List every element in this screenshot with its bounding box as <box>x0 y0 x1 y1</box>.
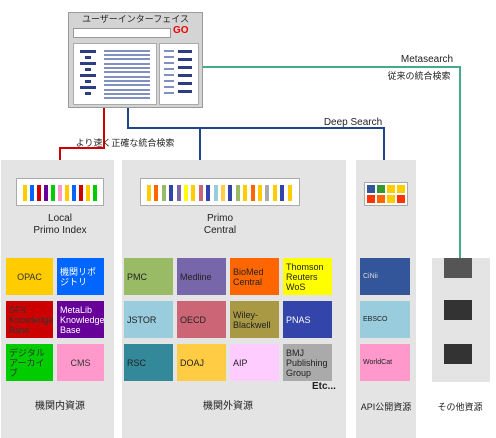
index-bar <box>191 185 196 201</box>
index-bar <box>213 185 218 201</box>
central-resource-box: AIP <box>230 344 279 381</box>
index-bar <box>198 185 203 201</box>
central-etc-label: Etc... <box>312 381 336 392</box>
other-resource-icon <box>444 344 472 364</box>
index-bar <box>280 185 285 201</box>
local-resource-box: 機関リポジトリ <box>57 258 104 295</box>
central-resource-box: OECD <box>177 301 226 338</box>
central-resource-box: Thomson Reuters WoS <box>283 258 332 295</box>
central-resource-box: BioMed Central <box>230 258 279 295</box>
api-resource-box: WorldCat <box>360 344 410 381</box>
central-resource-box: PNAS <box>283 301 332 338</box>
central-resource-box: Wiley-Blackwell <box>230 301 279 338</box>
index-bar <box>243 185 248 201</box>
index-bar <box>147 185 151 201</box>
central-index-label-2: Central <box>203 225 237 236</box>
index-bar <box>161 185 166 201</box>
ui-facets-panel <box>159 43 199 105</box>
index-bar <box>272 185 277 201</box>
local-footer: 機関内資源 <box>35 401 85 412</box>
ui-title: ユーザーインターフェイス <box>81 14 189 24</box>
api-resource-box: EBSCO <box>360 301 410 338</box>
index-bar <box>169 185 174 201</box>
deep-search-label: Deep Search <box>323 117 383 128</box>
index-bar <box>287 185 292 201</box>
central-resource-box: DOAJ <box>177 344 226 381</box>
metasearch-line <box>203 66 461 260</box>
local-index-box <box>16 178 104 206</box>
api-footer: API公開資源 <box>360 402 412 412</box>
ui-results-panel <box>73 43 157 105</box>
central-resource-box: BMJ Publishing Group <box>283 344 332 381</box>
local-index-label-1: Local <box>48 213 72 224</box>
index-bar <box>228 185 233 201</box>
api-panel <box>356 160 416 438</box>
local-resource-box: CMS <box>57 344 104 381</box>
local-resource-box: MetaLib Knowledge Base <box>57 301 104 338</box>
index-bar <box>154 185 159 201</box>
api-resource-box: CiNii <box>360 258 410 295</box>
metasearch-label: Metasearch <box>400 54 454 65</box>
index-bar <box>250 185 255 201</box>
other-resource-icon <box>444 258 472 278</box>
central-footer: 機関外資源 <box>203 401 253 412</box>
central-resource-box: Medline <box>177 258 226 295</box>
central-index-label-1: Primo <box>206 213 234 224</box>
index-bar <box>258 185 262 201</box>
deep-search-line <box>127 108 385 178</box>
local-index-label-2: Primo Index <box>33 225 87 236</box>
central-index-box <box>140 178 300 206</box>
index-bar <box>184 185 188 201</box>
central-resource-box: RSC <box>124 344 173 381</box>
faster-search-label: より速く正確な統合検索 <box>75 138 175 148</box>
facets-list-icon <box>164 50 192 94</box>
other-resource-icon <box>444 300 472 320</box>
local-resource-box: SFX Knowledge Base <box>6 301 53 338</box>
index-bar <box>265 185 270 201</box>
index-bar <box>206 185 211 201</box>
index-bar <box>221 185 225 201</box>
local-resource-box: デジタルアーカイブ <box>6 344 53 381</box>
user-interface-mock: ユーザーインターフェイス GO <box>68 12 203 108</box>
results-list-icon <box>80 50 150 99</box>
central-resource-box: PMC <box>124 258 173 295</box>
local-panel <box>1 160 114 438</box>
index-bar <box>176 185 181 201</box>
index-bar <box>235 185 240 201</box>
api-index-box <box>364 182 408 206</box>
ui-search-field <box>73 28 171 38</box>
local-resource-box: OPAC <box>6 258 53 295</box>
legacy-integrated-label: 従来の統合検索 <box>387 71 451 81</box>
ui-go-button: GO <box>173 25 189 36</box>
central-resource-box: JSTOR <box>124 301 173 338</box>
central-panel <box>122 160 346 438</box>
other-footer: その他資源 <box>437 402 483 412</box>
